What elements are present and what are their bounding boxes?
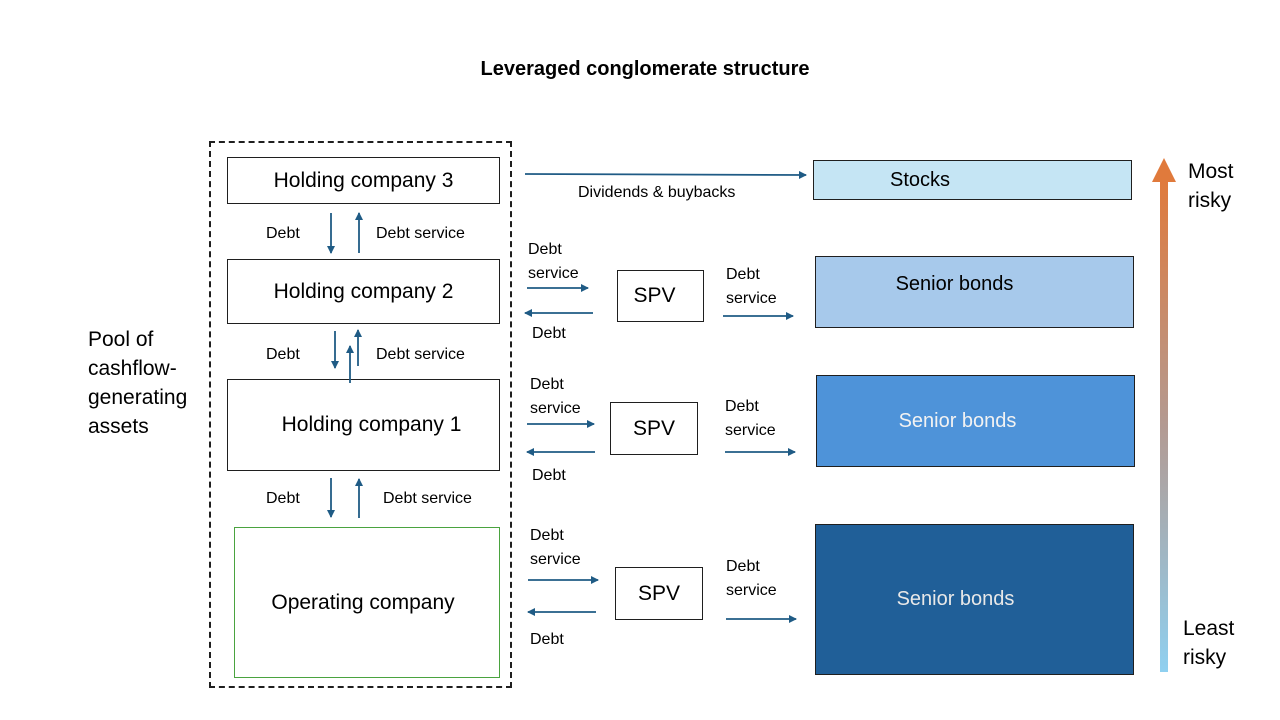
debt-service-label-spv-bonds3: Debt service bbox=[726, 558, 777, 599]
diagram-title: Leveraged conglomerate structure bbox=[480, 58, 810, 80]
debt-label-spv-opco: Debt bbox=[530, 631, 564, 648]
debt-label-spv-h1: Debt bbox=[532, 467, 566, 484]
holding-company-3-label: Holding company 3 bbox=[273, 168, 454, 192]
debt-service-label-h1-opco: Debt service bbox=[383, 490, 472, 507]
debt-service-label-opco-spv: Debt service bbox=[530, 527, 581, 568]
risk-scale-bar bbox=[1160, 180, 1168, 672]
most-risky-label: Most risky bbox=[1188, 160, 1234, 212]
stocks-box: Stocks bbox=[813, 160, 1132, 200]
holding-company-2-box: Holding company 2 bbox=[227, 259, 500, 324]
debt-label-h1-opco: Debt bbox=[266, 490, 300, 507]
senior-bonds-label-2: Senior bonds bbox=[898, 409, 1017, 432]
least-risky-label: Least risky bbox=[1183, 617, 1235, 669]
operating-company-box: Operating company bbox=[234, 527, 500, 678]
stocks-label: Stocks bbox=[889, 168, 951, 191]
holding-company-2-label: Holding company 2 bbox=[273, 279, 454, 303]
pool-label: Pool of cashflow- generating assets bbox=[88, 328, 188, 438]
dividends-buybacks-label: Dividends & buybacks bbox=[578, 184, 736, 201]
debt-service-label-spv-bonds1: Debt service bbox=[726, 266, 777, 307]
senior-bonds-label-1: Senior bonds bbox=[895, 273, 1014, 295]
asset-pool-boundary bbox=[209, 141, 512, 688]
operating-company-label: Operating company bbox=[271, 590, 455, 614]
senior-bonds-box-3: Senior bonds bbox=[815, 524, 1134, 675]
debt-label-h3-h2: Debt bbox=[266, 225, 300, 242]
senior-bonds-box-2: Senior bonds bbox=[816, 375, 1135, 467]
senior-bonds-box-1: Senior bonds bbox=[815, 256, 1134, 328]
debt-service-label-h1-spv: Debt service bbox=[530, 376, 581, 417]
risk-scale-arrowhead bbox=[1152, 158, 1176, 182]
senior-bonds-label-3: Senior bonds bbox=[896, 588, 1015, 610]
debt-label-h2-h1: Debt bbox=[266, 346, 300, 363]
holding-company-1-box: Holding company 1 bbox=[227, 379, 500, 471]
holding-company-3-box: Holding company 3 bbox=[227, 157, 500, 204]
debt-service-label-h2-h1: Debt service bbox=[376, 346, 465, 363]
holding-company-1-label: Holding company 1 bbox=[281, 413, 462, 436]
spv-box-bottom: SPV bbox=[615, 567, 703, 620]
spv-box-middle: SPV bbox=[610, 402, 698, 455]
spv-box-top: SPV bbox=[617, 270, 704, 322]
debt-service-label-h3-h2: Debt service bbox=[376, 225, 465, 242]
debt-service-label-spv-bonds2: Debt service bbox=[725, 398, 776, 439]
dividends-arrow bbox=[524, 170, 807, 179]
debt-label-spv-h2: Debt bbox=[532, 325, 566, 342]
debt-service-label-h2-spv: Debt service bbox=[528, 241, 579, 282]
